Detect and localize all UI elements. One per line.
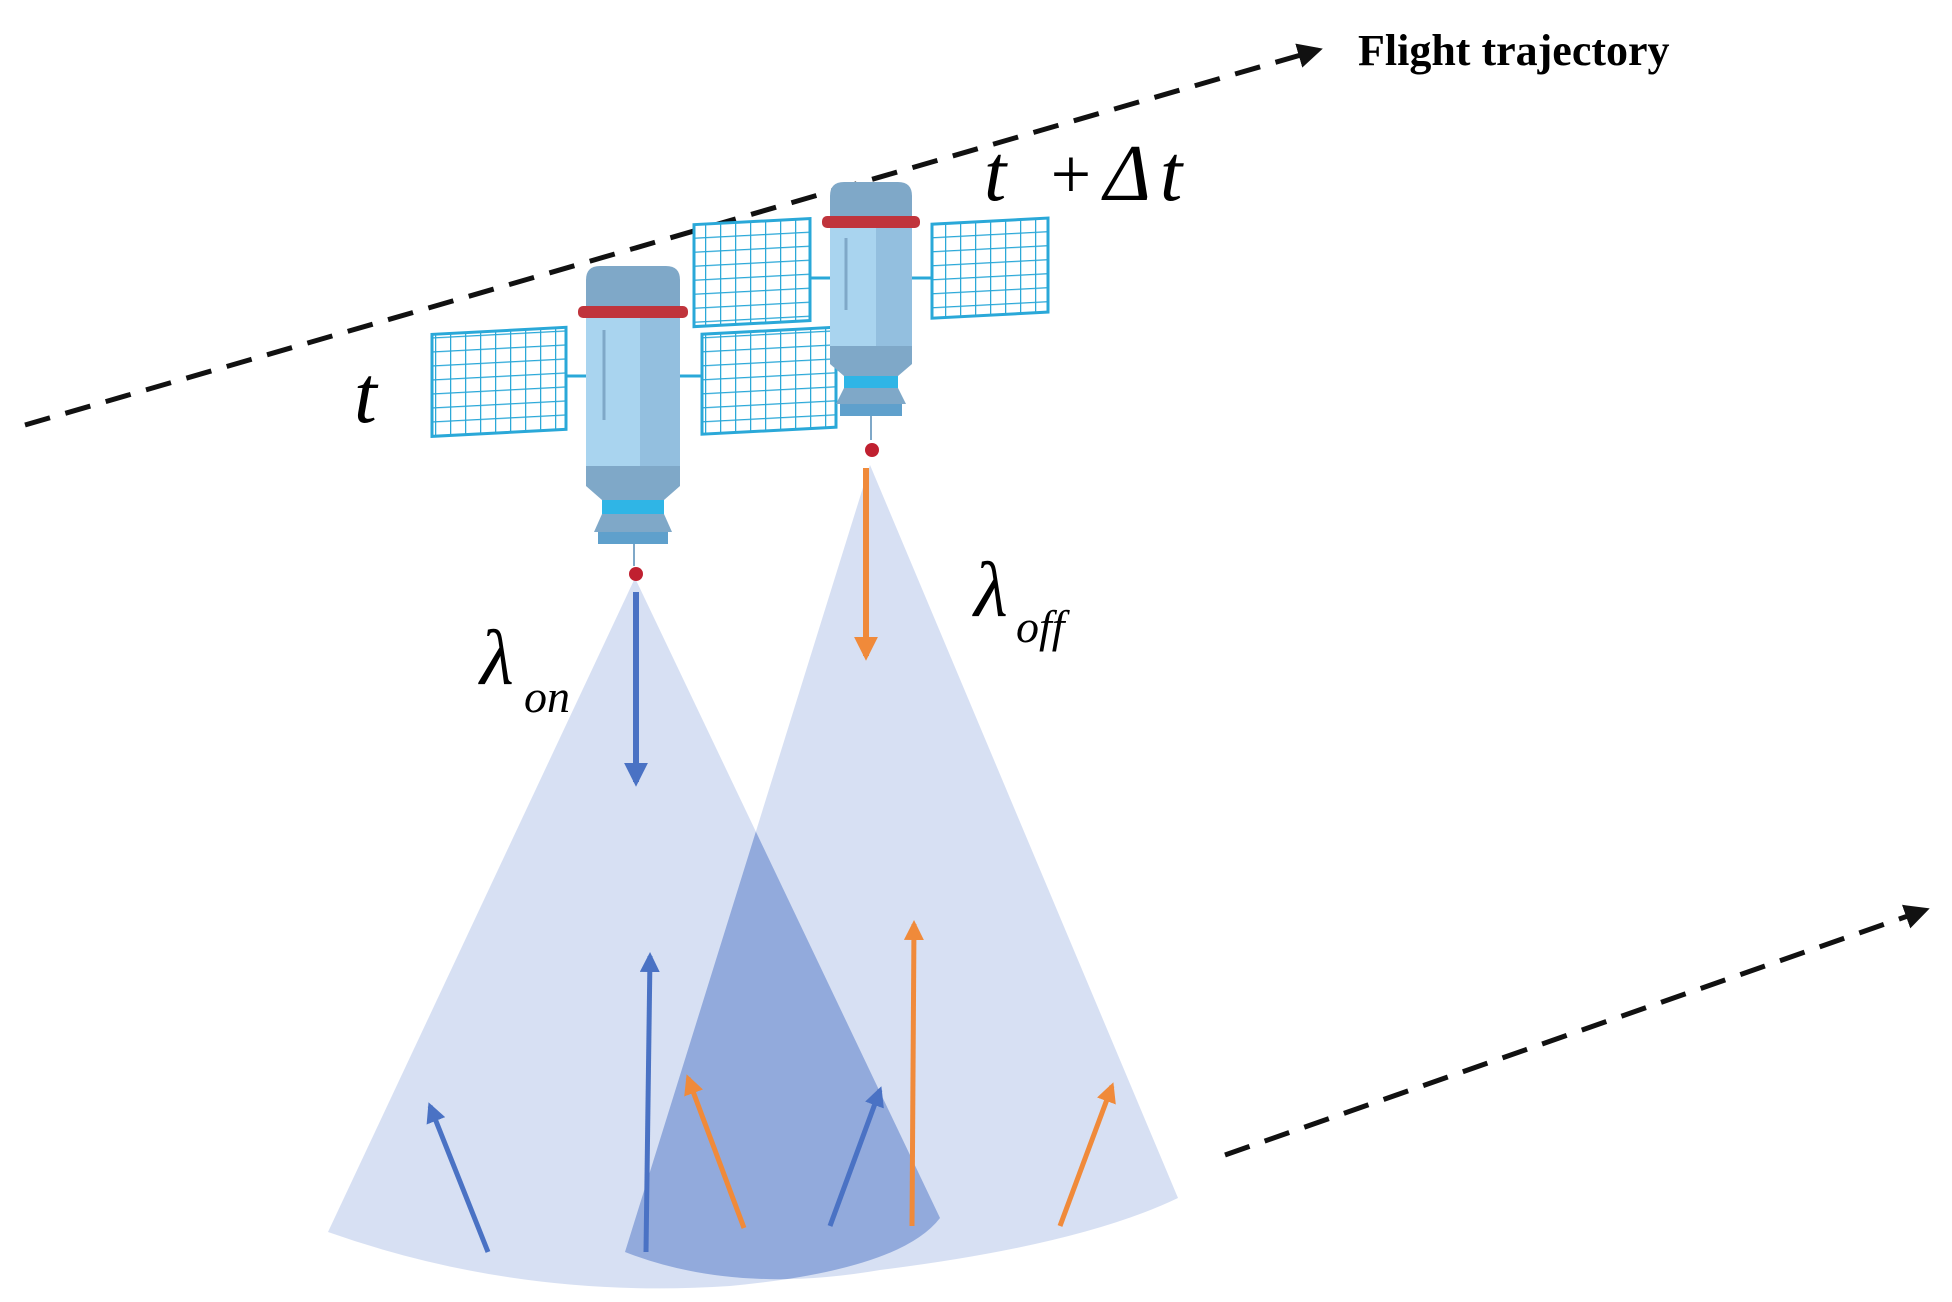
arrow-icon xyxy=(426,1102,491,1253)
arrow-icon xyxy=(639,952,660,1253)
flight-trajectory-label: Flight trajectory xyxy=(1358,26,1670,75)
solar-panel-icon xyxy=(430,325,568,438)
time-t-plus-delta-label: t + Δ t xyxy=(984,130,1184,218)
svg-text:t: t xyxy=(1160,130,1184,218)
emitter-dot xyxy=(629,567,643,581)
svg-text:Δ: Δ xyxy=(1101,130,1151,218)
satellite-icon xyxy=(430,266,838,581)
lambda-off-label: λ off xyxy=(972,546,1071,652)
arrow-icon xyxy=(684,1074,747,1229)
arrow-icon xyxy=(1057,1082,1116,1227)
svg-text:λ: λ xyxy=(478,614,514,701)
svg-text:t: t xyxy=(984,130,1008,218)
solar-panel-icon xyxy=(930,216,1050,320)
svg-text:on: on xyxy=(524,671,570,722)
solar-panel-icon xyxy=(700,325,838,436)
svg-text:λ: λ xyxy=(972,546,1008,633)
arrow-icon xyxy=(827,1086,884,1227)
solar-panel-icon xyxy=(692,216,812,329)
lambda-on-label: λ on xyxy=(478,614,570,722)
svg-text:off: off xyxy=(1016,601,1071,652)
return-arrows xyxy=(426,920,1116,1253)
ground-track-line xyxy=(1224,904,1930,1158)
satellite-icon xyxy=(692,182,1050,457)
emitter-dot xyxy=(865,443,879,457)
trajectories xyxy=(24,43,1930,1158)
arrow-icon xyxy=(903,920,924,1227)
time-t-label: t xyxy=(354,349,379,440)
flight-trajectory-line xyxy=(24,43,1323,428)
beam-cones xyxy=(328,465,1178,1289)
svg-text:+: + xyxy=(1046,134,1095,214)
emission-arrows xyxy=(624,468,878,787)
